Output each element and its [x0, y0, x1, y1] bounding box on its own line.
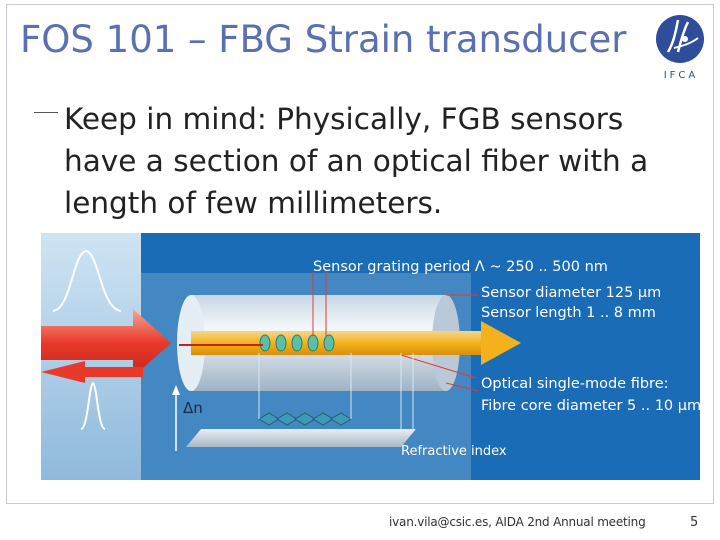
- label-core-diameter: Fibre core diameter 5 .. 10 µm: [481, 398, 700, 414]
- bullet-text: Keep in mind: Physically, FGB sensors ha…: [64, 102, 649, 220]
- core-arrowhead: [481, 321, 521, 365]
- footer-text: ivan.vila@csic.es, AIDA 2nd Annual meeti…: [389, 515, 646, 529]
- fiber-core: [191, 331, 491, 355]
- delta-n-label: Δn: [183, 399, 203, 417]
- label-sensor-length: Sensor length 1 .. 8 mm: [481, 305, 656, 321]
- index-peaks: [258, 412, 352, 426]
- grating-elements: [259, 334, 335, 352]
- fbg-diagram: Δn Sensor grating period Λ ~ 250 .. 500 …: [41, 233, 700, 480]
- reflected-spectrum-curve: [80, 381, 106, 430]
- index-base: [186, 429, 416, 447]
- logo-text: IFCA: [664, 70, 699, 81]
- ifca-logo: IFCA: [656, 15, 704, 81]
- label-refractive-index: Refractive index: [401, 444, 507, 459]
- guide-lines: [258, 353, 414, 429]
- input-spectrum-curve: [52, 249, 122, 312]
- label-optical-fibre: Optical single-mode fibre:: [481, 376, 669, 392]
- reflected-light-arrow: [41, 361, 143, 383]
- input-light-arrow: [41, 309, 171, 377]
- slide-title: FOS 101 – FBG Strain transducer: [20, 18, 627, 61]
- label-grating-period: Sensor grating period Λ ~ 250 .. 500 nm: [313, 259, 608, 275]
- bullet-dash: [34, 112, 58, 113]
- label-sensor-diameter: Sensor diameter 125 µm: [481, 285, 661, 301]
- page-number: 5: [690, 515, 699, 530]
